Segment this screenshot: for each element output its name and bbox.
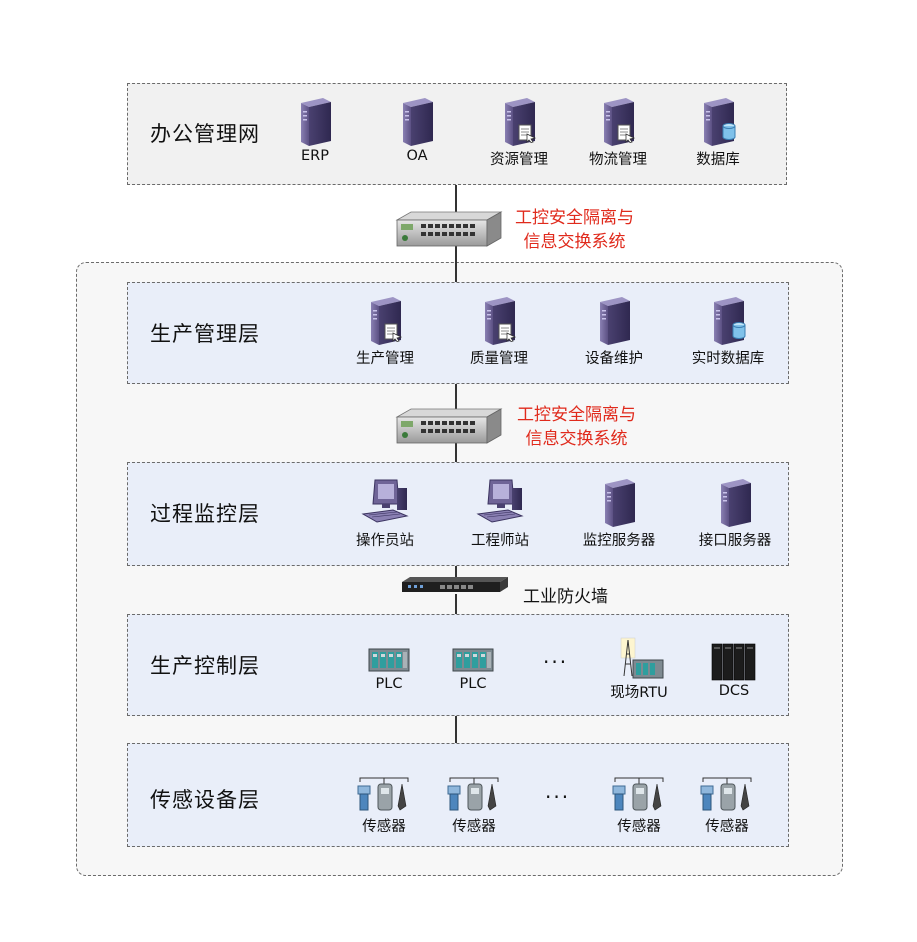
production-management-layer bbox=[127, 282, 789, 384]
device-field-rtu: 现场RTU bbox=[584, 636, 694, 702]
layer-title: 生产控制层 bbox=[150, 654, 260, 678]
device-label: 现场RTU bbox=[610, 685, 668, 701]
device-plc-1: PLC bbox=[334, 645, 444, 692]
device-label: 资源管理 bbox=[490, 152, 548, 168]
isolation-gateway-label: 工控安全隔离与 信息交换系统 bbox=[515, 206, 634, 254]
firewall-label: 工业防火墙 bbox=[523, 587, 608, 607]
layer-title: 办公管理网 bbox=[150, 122, 260, 146]
device-quality-mgmt: 质量管理 bbox=[444, 296, 554, 368]
gateway-label-line2: 信息交换系统 bbox=[523, 232, 626, 252]
server-document-icon bbox=[499, 97, 536, 147]
server-icon bbox=[295, 97, 335, 147]
device-interface-server: 接口服务器 bbox=[680, 478, 790, 550]
sensor-icon bbox=[700, 777, 752, 811]
plc-icon bbox=[368, 648, 410, 672]
server-icon bbox=[397, 97, 437, 147]
office-network-layer bbox=[127, 83, 787, 185]
device-label: 设备维护 bbox=[585, 351, 643, 367]
sensor-icon bbox=[357, 777, 409, 811]
device-sensor-3: 传感器 bbox=[584, 776, 694, 836]
device-realtime-database: 实时数据库 bbox=[673, 296, 783, 368]
device-label: OA bbox=[406, 148, 428, 164]
device-sensor-2: 传感器 bbox=[419, 776, 529, 836]
device-label: ERP bbox=[301, 148, 329, 164]
layer-title: 过程监控层 bbox=[150, 502, 260, 526]
connector-line bbox=[455, 442, 457, 462]
database-server-icon bbox=[708, 296, 746, 346]
device-plc-2: PLC bbox=[418, 645, 528, 692]
isolation-gateway-icon bbox=[395, 211, 503, 247]
device-engineer-station: 工程师站 bbox=[445, 478, 555, 550]
layer-title: 生产管理层 bbox=[150, 322, 260, 346]
server-icon bbox=[715, 478, 755, 528]
ellipsis: ··· bbox=[545, 785, 571, 809]
device-label: 操作员站 bbox=[356, 533, 414, 549]
device-label: PLC bbox=[375, 676, 403, 692]
rtu-icon bbox=[620, 637, 664, 679]
gateway-label-line1: 工控安全隔离与 bbox=[515, 208, 634, 228]
device-monitoring-server: 监控服务器 bbox=[564, 478, 674, 550]
device-logistics-mgmt: 物流管理 bbox=[563, 97, 673, 169]
connector-line bbox=[455, 594, 457, 614]
device-label: 质量管理 bbox=[470, 351, 528, 367]
device-label: 传感器 bbox=[617, 819, 661, 835]
device-label: 物流管理 bbox=[589, 152, 647, 168]
server-document-icon bbox=[365, 296, 402, 346]
database-server-icon bbox=[698, 97, 736, 147]
device-label: 数据库 bbox=[696, 152, 740, 168]
layer-title: 传感设备层 bbox=[150, 788, 260, 812]
device-label: 监控服务器 bbox=[582, 533, 656, 549]
dcs-cabinet-icon bbox=[711, 643, 756, 681]
server-document-icon bbox=[598, 97, 635, 147]
workstation-icon bbox=[361, 479, 409, 523]
sensor-icon bbox=[447, 777, 499, 811]
device-oa: OA bbox=[362, 97, 472, 164]
device-label: 传感器 bbox=[705, 819, 749, 835]
device-label: 实时数据库 bbox=[691, 351, 765, 367]
device-equipment-maintenance: 设备维护 bbox=[559, 296, 669, 368]
device-erp: ERP bbox=[260, 97, 370, 164]
sensor-icon bbox=[612, 777, 664, 811]
device-sensor-4: 传感器 bbox=[672, 776, 782, 836]
process-monitoring-layer bbox=[127, 462, 789, 566]
device-resource-mgmt: 资源管理 bbox=[464, 97, 574, 169]
device-label: PLC bbox=[459, 676, 487, 692]
industrial-firewall-icon bbox=[402, 577, 508, 592]
device-production-mgmt: 生产管理 bbox=[330, 296, 440, 368]
device-label: 生产管理 bbox=[356, 351, 414, 367]
device-operator-station: 操作员站 bbox=[330, 478, 440, 550]
connector-line bbox=[455, 244, 457, 282]
workstation-icon bbox=[476, 479, 524, 523]
device-label: 接口服务器 bbox=[698, 533, 772, 549]
server-document-icon bbox=[479, 296, 516, 346]
device-sensor-1: 传感器 bbox=[329, 776, 439, 836]
device-label: DCS bbox=[718, 683, 750, 699]
device-label: 工程师站 bbox=[471, 533, 529, 549]
connector-line bbox=[455, 566, 457, 578]
gateway-label-line1: 工控安全隔离与 bbox=[517, 405, 636, 425]
connector-line bbox=[455, 384, 457, 410]
gateway-label-line2: 信息交换系统 bbox=[525, 429, 628, 449]
device-label: 传感器 bbox=[362, 819, 406, 835]
isolation-gateway-label: 工控安全隔离与 信息交换系统 bbox=[517, 403, 636, 451]
server-icon bbox=[599, 478, 639, 528]
isolation-gateway-icon bbox=[395, 408, 503, 444]
server-icon bbox=[594, 296, 634, 346]
device-label: 传感器 bbox=[452, 819, 496, 835]
ellipsis: ··· bbox=[543, 650, 569, 674]
device-database: 数据库 bbox=[663, 97, 773, 169]
connector-line bbox=[455, 184, 457, 214]
connector-line bbox=[455, 716, 457, 743]
device-dcs: DCS bbox=[679, 642, 789, 699]
plc-icon bbox=[452, 648, 494, 672]
